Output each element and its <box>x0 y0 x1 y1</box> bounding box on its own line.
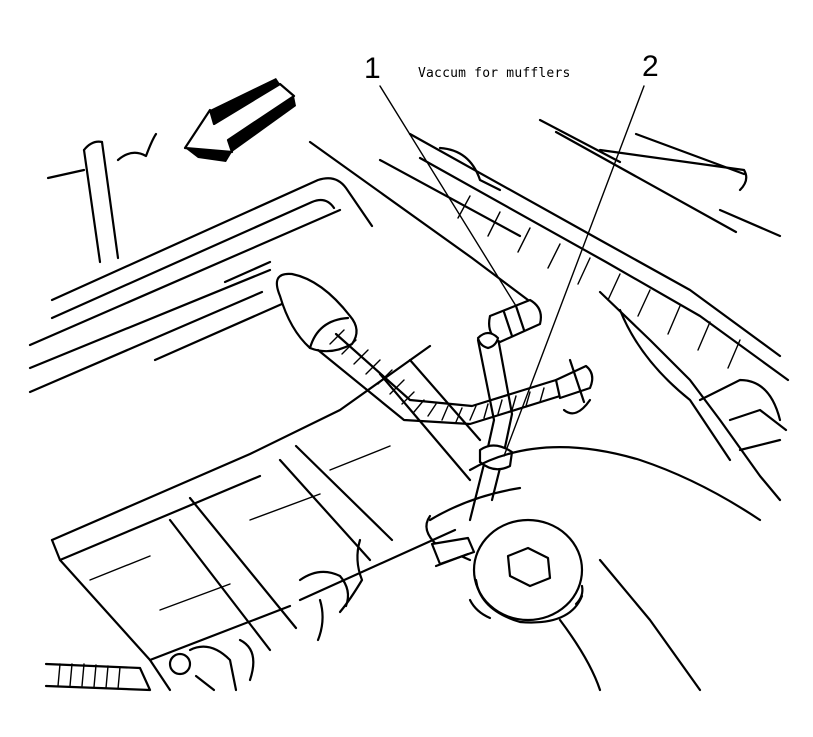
leader-lines <box>379 85 645 457</box>
callout-number-1: 1 <box>364 52 381 85</box>
valve-cover <box>425 446 762 692</box>
caption-vacuum-for-mufflers: Vaccum for mufflers <box>418 66 571 81</box>
callout-number-2: 2 <box>642 50 659 83</box>
cowl-panel <box>308 118 790 502</box>
lower-harness <box>44 645 238 692</box>
wiring-harness <box>275 272 594 426</box>
engine-cover <box>28 177 374 394</box>
oil-filler-cap <box>468 518 584 624</box>
upper-left-pipe <box>46 132 158 264</box>
vacuum-hose <box>468 298 542 522</box>
intake-manifold <box>50 344 482 692</box>
direction-arrow-icon <box>183 78 296 162</box>
